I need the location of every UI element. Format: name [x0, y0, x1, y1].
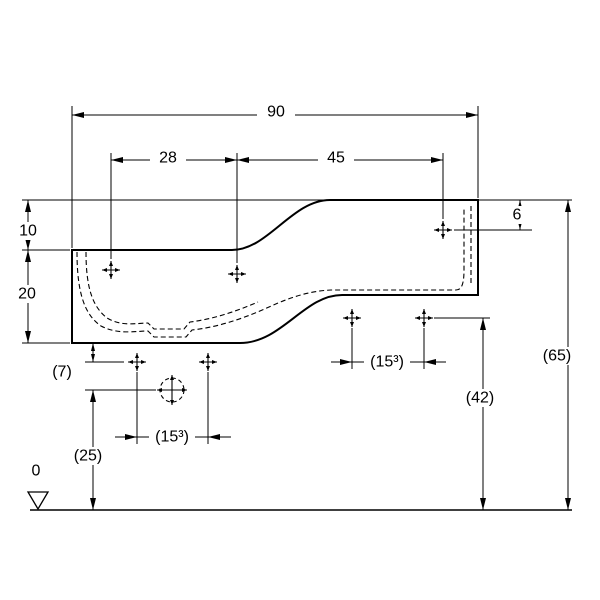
dim-15-left-label: (15³) [155, 429, 189, 446]
mounting-point-marker [127, 352, 147, 372]
basin-inner-contour [76, 207, 465, 338]
label-mask [508, 206, 526, 224]
label-mask [364, 353, 410, 371]
dim-15-right-label: (15³) [370, 354, 404, 371]
label-mask [13, 222, 43, 240]
mounting-point-marker [414, 308, 434, 328]
dim-28-label: 28 [159, 150, 177, 167]
dim-90-label: 90 [267, 104, 285, 121]
mounting-points [101, 220, 453, 405]
dim-45-label: 45 [327, 150, 345, 167]
label-mask [12, 285, 42, 303]
label-mask [257, 103, 295, 121]
basin-outline [71, 199, 479, 344]
label-mask [149, 428, 195, 446]
label-mask [47, 363, 77, 381]
dim-25-label: (25) [74, 448, 102, 465]
mounting-point-marker [198, 352, 218, 372]
dim-6-label: 6 [513, 207, 522, 224]
label-mask [318, 149, 354, 167]
label-mask [68, 447, 108, 465]
dim-7-label: (7) [52, 364, 72, 381]
label-mask [150, 149, 186, 167]
basin-inner-contour-2 [85, 251, 259, 330]
mounting-point-marker [342, 308, 362, 328]
dim-10-label: 10 [19, 223, 37, 240]
datum-triangle [26, 491, 50, 511]
dim-65-label: (65) [543, 348, 571, 365]
datum-zero-label: 0 [32, 463, 41, 480]
label-mask [460, 389, 500, 407]
drain-target-marker [157, 375, 187, 405]
dimension-labels: 90 28 45 10 20 6 (65) (42) (7) (25) (15³… [12, 103, 577, 480]
dim-20-label: 20 [18, 286, 36, 303]
label-mask [537, 347, 577, 365]
dim-42-label: (42) [466, 390, 494, 407]
